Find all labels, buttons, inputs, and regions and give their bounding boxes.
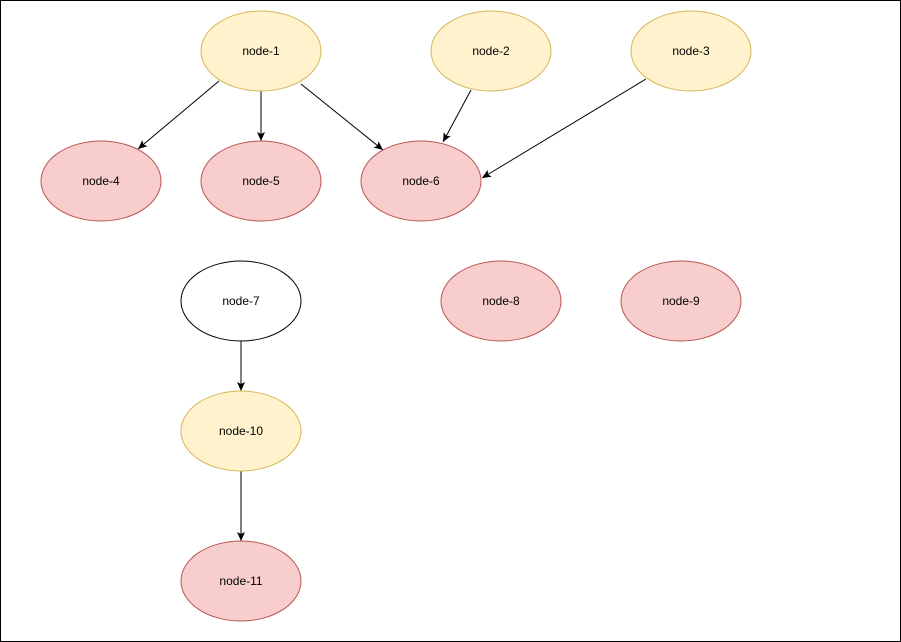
graph-node-4[interactable]: node-4 <box>40 140 162 222</box>
graph-node-10[interactable]: node-10 <box>180 390 302 472</box>
node-8-shape[interactable] <box>440 260 562 342</box>
edge-node-1-to-node-6 <box>300 83 384 151</box>
node-5-shape[interactable] <box>200 140 322 222</box>
node-1-label: node-1 <box>242 44 280 58</box>
node-11-shape[interactable] <box>180 540 302 622</box>
graph-node-7[interactable]: node-7 <box>180 260 302 342</box>
edge-node-2-to-node-6 <box>442 89 472 143</box>
edge-node-1-to-node-4 <box>137 80 220 150</box>
graph-node-2[interactable]: node-2 <box>430 10 552 92</box>
graph-node-11[interactable]: node-11 <box>180 540 302 622</box>
graph-node-5[interactable]: node-5 <box>200 140 322 222</box>
graph-node-1[interactable]: node-1 <box>200 10 322 92</box>
node-10-shape[interactable] <box>180 390 302 472</box>
graph-node-8[interactable]: node-8 <box>440 260 562 342</box>
node-5-label: node-5 <box>242 174 280 188</box>
graph-node-9[interactable]: node-9 <box>620 260 742 342</box>
node-10-label: node-10 <box>219 424 263 438</box>
node-4-shape[interactable] <box>40 140 162 222</box>
node-11-label: node-11 <box>219 574 262 588</box>
node-4-label: node-4 <box>82 174 120 188</box>
node-9-shape[interactable] <box>620 260 742 342</box>
node-7-shape[interactable] <box>180 260 302 342</box>
node-6-label: node-6 <box>402 174 440 188</box>
node-1-shape[interactable] <box>200 10 322 92</box>
node-9-label: node-9 <box>662 294 700 308</box>
graph-node-6[interactable]: node-6 <box>360 140 482 222</box>
edges-layer <box>137 78 647 541</box>
node-7-label: node-7 <box>222 294 260 308</box>
node-3-label: node-3 <box>672 44 710 58</box>
edge-node-3-to-node-6 <box>481 78 647 179</box>
graph-node-3[interactable]: node-3 <box>630 10 752 92</box>
node-6-shape[interactable] <box>360 140 482 222</box>
node-8-label: node-8 <box>482 294 520 308</box>
nodes-layer: node-1 node-2 node-3 node-4 node-5 node-6 node… <box>40 10 752 622</box>
node-2-shape[interactable] <box>430 10 552 92</box>
node-3-shape[interactable] <box>630 10 752 92</box>
node-2-label: node-2 <box>472 44 510 58</box>
